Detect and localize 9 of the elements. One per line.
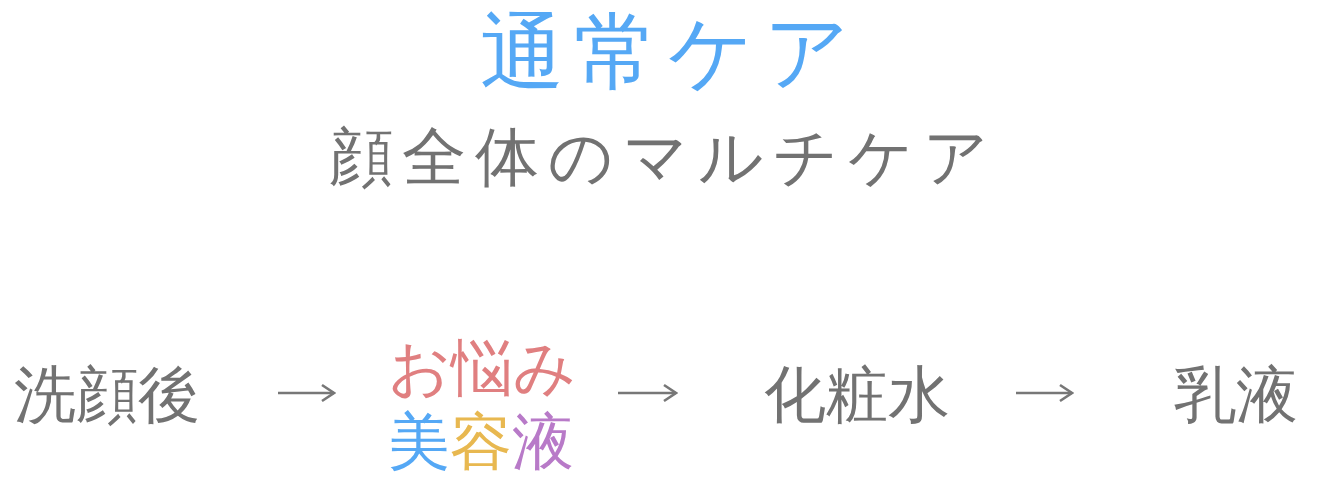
arrow [618,383,678,403]
subtitle: 顔全体のマルチケア [329,121,998,195]
arrow [1016,383,1074,403]
diagram-title: 通常ケア [480,4,860,101]
step-label: 洗顔後 [14,357,200,433]
step-label: 化粧水 [764,357,950,433]
step-label: 乳液 [1174,357,1298,433]
step-label: お悩み美容液 [388,330,576,480]
arrow [278,383,336,403]
